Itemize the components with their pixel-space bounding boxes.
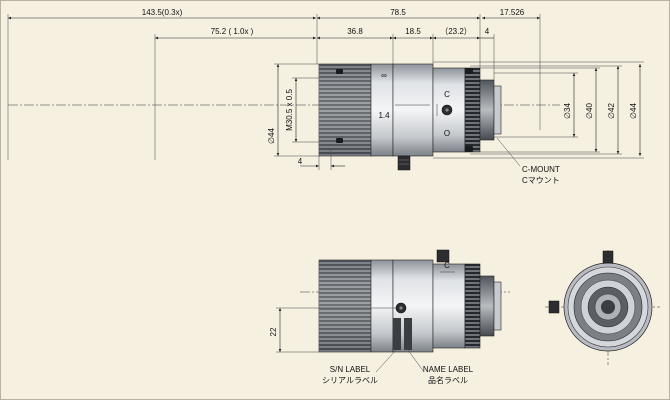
dim-23-2: （23.2） bbox=[440, 27, 472, 36]
f-stop-mark: 1.4 bbox=[378, 111, 390, 120]
o-mark: O bbox=[444, 129, 450, 138]
front-top-knob bbox=[602, 250, 614, 264]
dim-143-5: 143.5(0.3x) bbox=[142, 8, 183, 17]
c-mark: C bbox=[444, 90, 450, 99]
bottom-dimensions: 22 bbox=[269, 307, 396, 353]
label-callouts: S/N LABEL シリアルラベル NAME LABEL 品名ラベル bbox=[322, 349, 474, 385]
lens-top-view: C bbox=[300, 249, 510, 353]
right-dimensions: ∅34 ∅40 ∅42 ∅44 bbox=[433, 61, 644, 159]
sn-label-en: S/N LABEL bbox=[330, 365, 371, 374]
scale-band-2 bbox=[370, 259, 394, 353]
rear-knurl-2 bbox=[464, 263, 481, 349]
dim-78-5: 78.5 bbox=[390, 8, 406, 17]
dim-44-right: ∅44 bbox=[629, 103, 638, 119]
inf-mark: ∞ bbox=[381, 71, 387, 80]
dim-18-5: 18.5 bbox=[405, 27, 421, 36]
dim-4-top: 4 bbox=[485, 27, 490, 36]
screw-icon bbox=[465, 68, 473, 74]
dim-75-2: 75.2 ( 1.0x ) bbox=[211, 27, 254, 36]
front-lock-knob bbox=[548, 300, 560, 314]
c-mount-label-en: C-MOUNT bbox=[522, 165, 560, 174]
dim-4-bottom: 4 bbox=[298, 157, 303, 166]
dim-thread: M30.5 x 0.5 bbox=[285, 89, 294, 131]
sn-label-strip bbox=[393, 318, 401, 350]
rear-knurl bbox=[464, 67, 481, 153]
top-dimensions: 143.5(0.3x) 78.5 17.526 75.2 ( 1.0x ) 36… bbox=[7, 8, 541, 160]
screw-icon bbox=[336, 69, 343, 74]
sn-label-jp: シリアルラベル bbox=[322, 376, 378, 385]
name-label-strip bbox=[404, 318, 412, 350]
lock-knob bbox=[397, 155, 411, 171]
barrel-rear-2 bbox=[432, 263, 466, 349]
c-mount-thread bbox=[493, 85, 502, 135]
dim-44-left: ∅44 bbox=[267, 128, 276, 144]
lock-knob-top bbox=[436, 249, 450, 263]
barrel-body bbox=[392, 63, 434, 157]
dim-34: ∅34 bbox=[563, 103, 572, 119]
lens-front-view bbox=[545, 250, 660, 365]
c-mark-2: C bbox=[444, 261, 450, 270]
dim-17-526: 17.526 bbox=[500, 8, 525, 17]
dim-40: ∅40 bbox=[585, 103, 594, 119]
dim-22: 22 bbox=[269, 327, 278, 336]
left-dimensions: M30.5 x 0.5 ∅44 4 bbox=[267, 63, 345, 170]
screw-icon bbox=[465, 146, 473, 152]
c-mount-label-jp: Cマウント bbox=[522, 176, 560, 185]
dim-36-8: 36.8 bbox=[347, 27, 363, 36]
c-mount-callout: C-MOUNT Cマウント bbox=[496, 137, 560, 185]
c-mount-body bbox=[479, 79, 495, 141]
name-label-jp: 品名ラベル bbox=[428, 375, 468, 385]
screw-icon bbox=[336, 138, 343, 143]
dim-42: ∅42 bbox=[607, 103, 616, 119]
lens-side-view: ∞ 1.4 C O bbox=[8, 63, 560, 171]
name-label-en: NAME LABEL bbox=[423, 365, 474, 374]
